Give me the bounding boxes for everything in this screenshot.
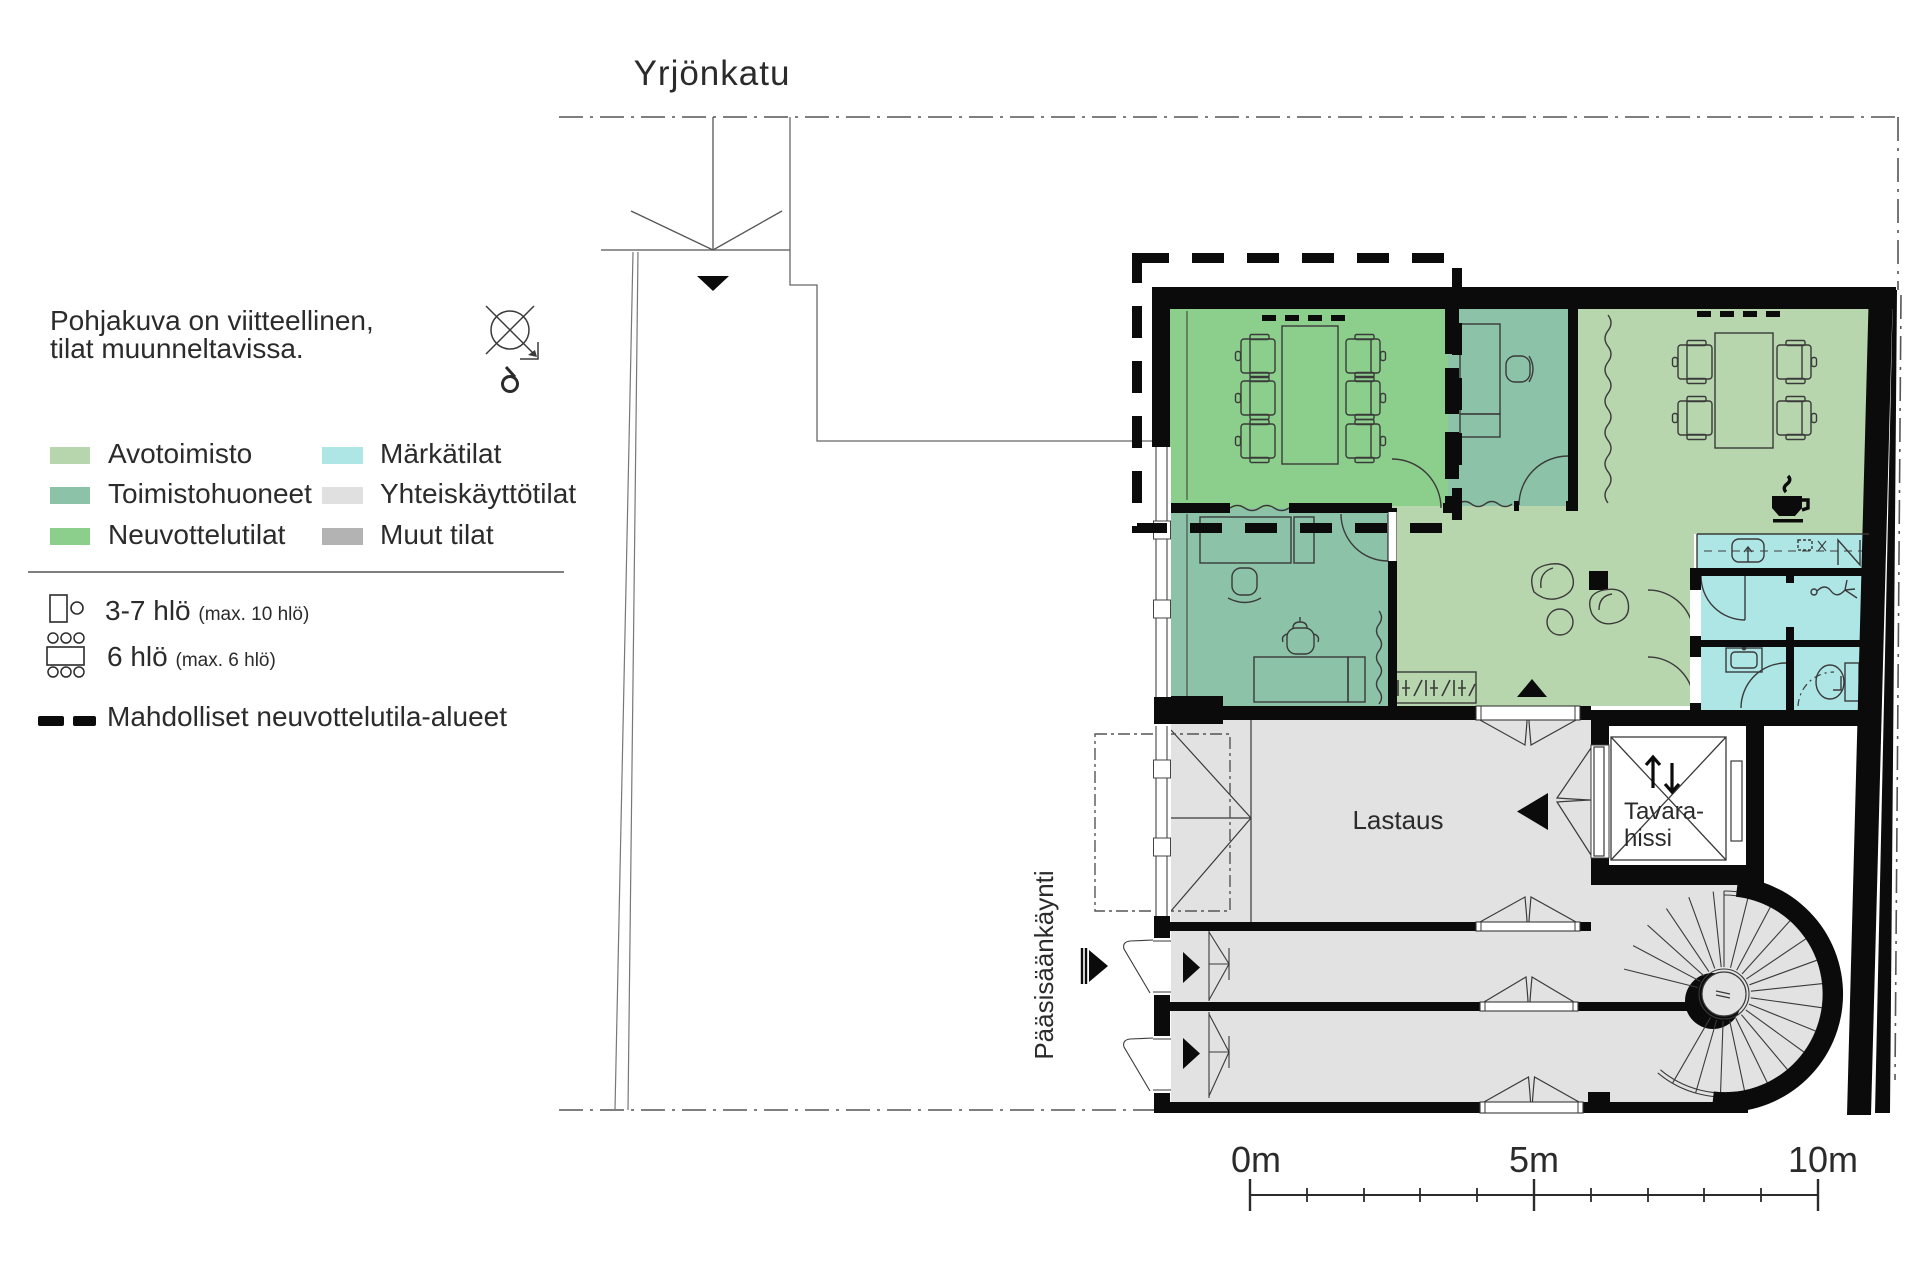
svg-text:Tavara-: Tavara- — [1624, 798, 1704, 825]
svg-text:Märkätilat: Märkätilat — [380, 438, 502, 469]
svg-text:Muut tilat: Muut tilat — [380, 519, 494, 550]
svg-text:Yhteiskäyttötilat: Yhteiskäyttötilat — [380, 478, 576, 509]
svg-text:3-7 hlö (max. 10 hlö): 3-7 hlö (max. 10 hlö) — [105, 595, 309, 626]
svg-text:Toimistohuoneet: Toimistohuoneet — [108, 478, 312, 509]
svg-text:hissi: hissi — [1624, 825, 1672, 852]
svg-text:Neuvottelutilat: Neuvottelutilat — [108, 519, 286, 550]
svg-text:Lastaus: Lastaus — [1352, 805, 1443, 835]
svg-text:Yrjönkatu: Yrjönkatu — [634, 54, 791, 93]
svg-text:Mahdolliset neuvottelutila-alu: Mahdolliset neuvottelutila-alueet — [107, 701, 507, 732]
svg-text:tilat muunneltavissa.: tilat muunneltavissa. — [50, 333, 304, 364]
svg-text:Pääsisäänkäynti: Pääsisäänkäynti — [1029, 870, 1059, 1059]
svg-text:10m: 10m — [1788, 1139, 1858, 1180]
svg-text:6 hlö (max. 6 hlö): 6 hlö (max. 6 hlö) — [107, 641, 276, 672]
svg-text:Pohjakuva on viitteellinen,: Pohjakuva on viitteellinen, — [50, 305, 374, 336]
svg-text:5m: 5m — [1509, 1139, 1559, 1180]
svg-text:0m: 0m — [1231, 1139, 1281, 1180]
svg-text:Avotoimisto: Avotoimisto — [108, 438, 252, 469]
